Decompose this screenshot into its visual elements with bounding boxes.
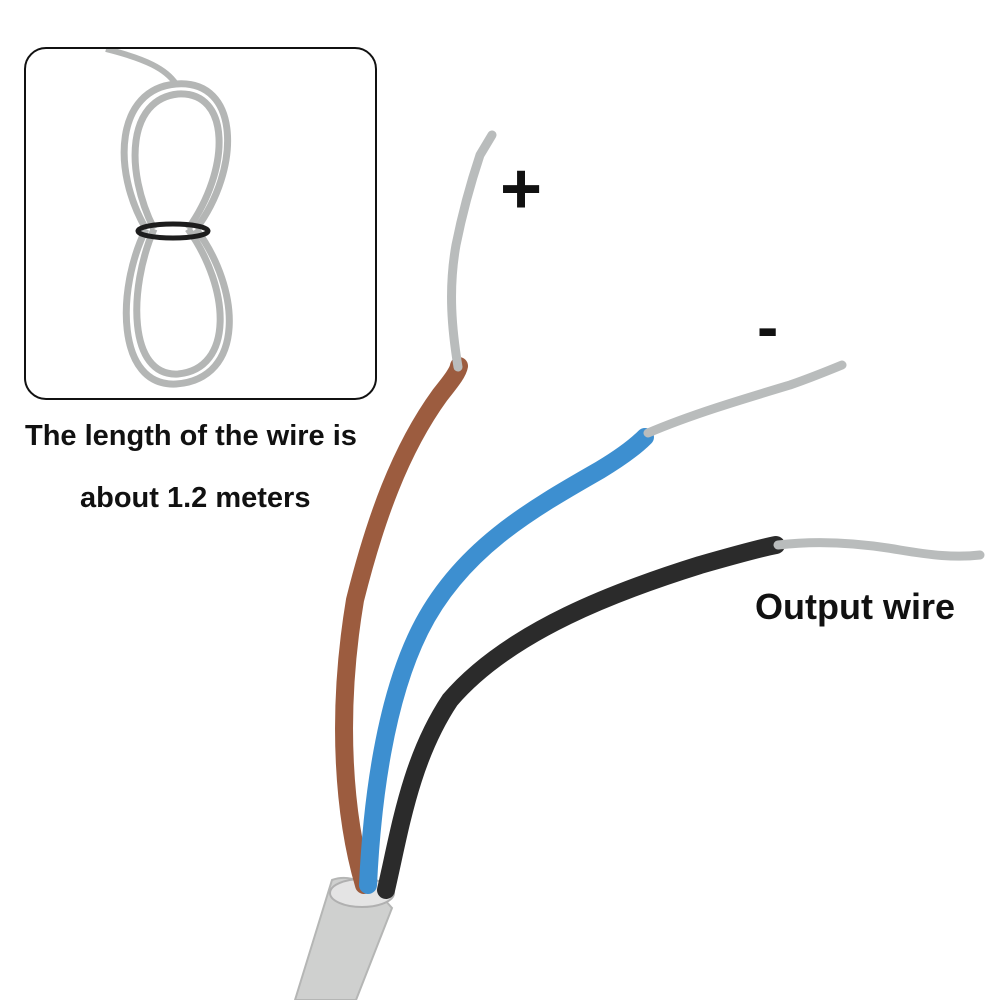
wire-length-caption-line2: about 1.2 meters xyxy=(80,482,311,514)
wire-length-caption-line1: The length of the wire is xyxy=(25,420,357,452)
coiled-cable-image xyxy=(105,49,233,388)
coil-lead xyxy=(105,49,179,86)
coil-loop-lower xyxy=(122,226,233,388)
coil-band xyxy=(135,221,211,241)
coil-loop-upper-2 xyxy=(131,90,223,232)
black-wire xyxy=(377,536,785,899)
positive-label: + xyxy=(500,149,543,229)
black-wire-conductor xyxy=(773,538,985,561)
brown-wire-conductor xyxy=(447,130,497,372)
coil-loop-upper xyxy=(120,80,232,232)
blue-wire xyxy=(359,428,654,894)
coil-loop-lower-2 xyxy=(133,226,224,378)
blue-wire-conductor xyxy=(643,360,847,438)
output-wire-label: Output wire xyxy=(755,586,955,627)
negative-label: - xyxy=(757,291,779,363)
coiled-cable-inset xyxy=(24,47,377,400)
brown-wire xyxy=(335,357,468,894)
